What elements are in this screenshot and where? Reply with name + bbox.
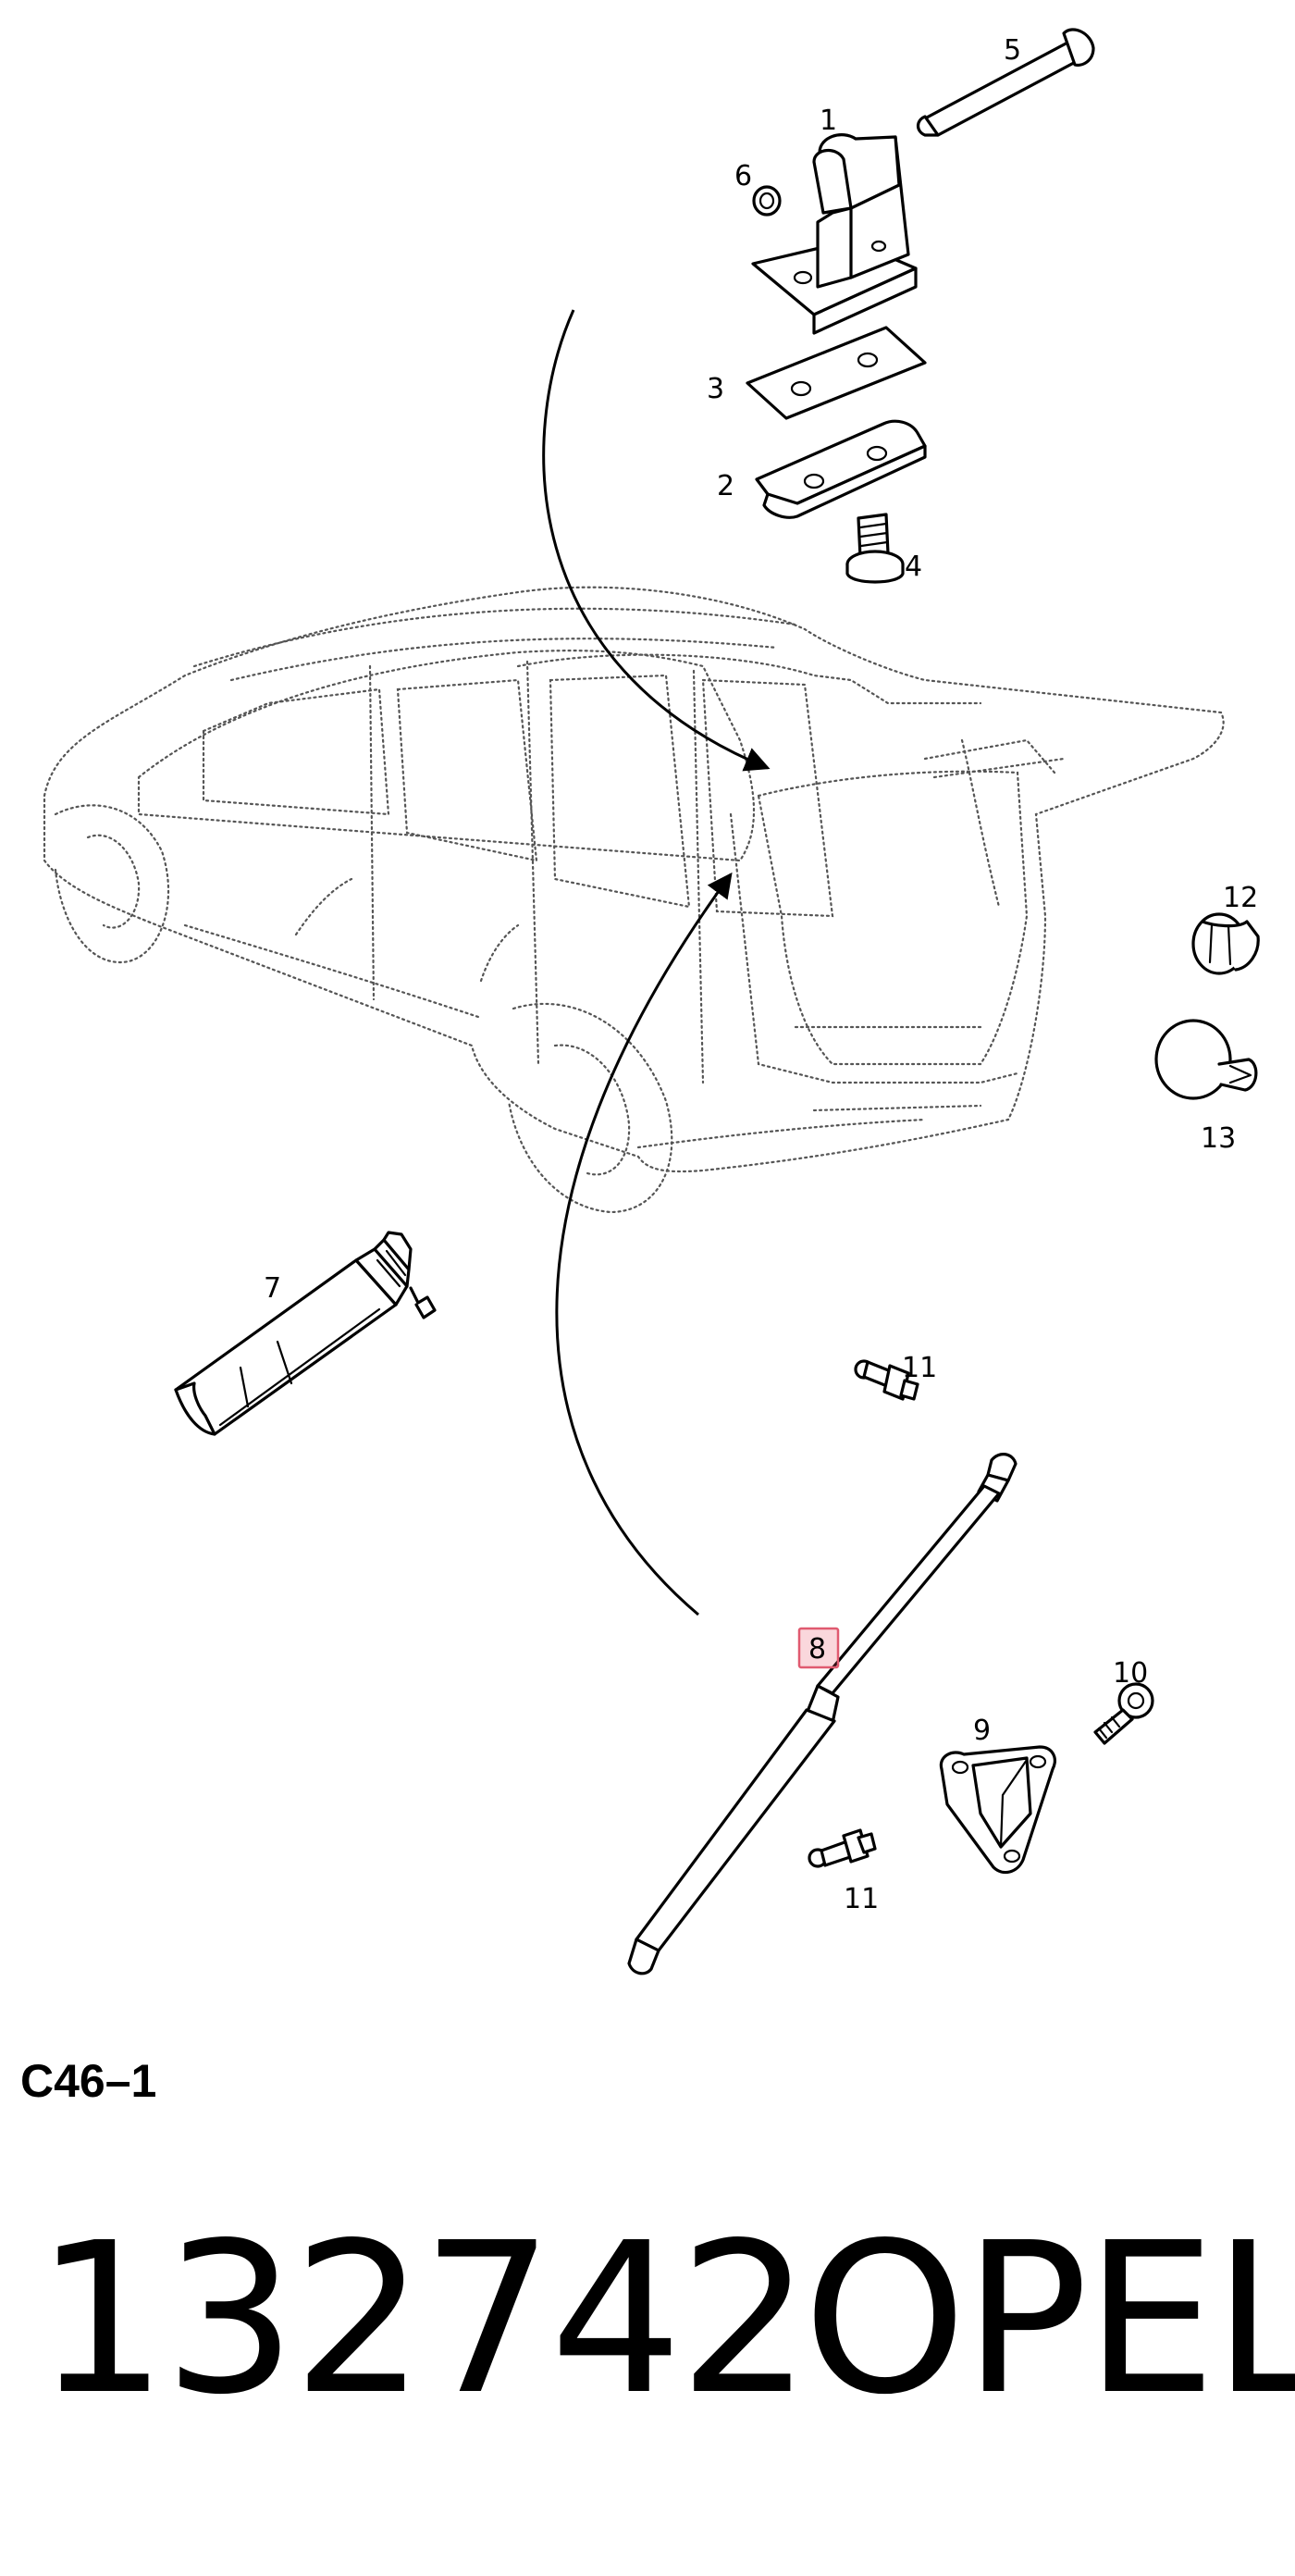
hinge-bolt: [845, 513, 905, 584]
callout-2: 2: [717, 470, 734, 502]
callout-12: 12: [1223, 882, 1258, 914]
hinge-gasket: [746, 326, 927, 420]
clip-ring: [752, 185, 782, 217]
arrow-to-hinge: [542, 309, 771, 772]
diagram-code: C46–1: [20, 2055, 157, 2107]
grease-tube: [174, 1231, 437, 1436]
callout-13: 13: [1201, 1122, 1236, 1155]
callout-8-highlight: [797, 1627, 840, 1669]
arrow-to-strut: [555, 872, 733, 1616]
callout-11-lower: 11: [844, 1883, 879, 1915]
ball-stud-lower: [808, 1828, 877, 1868]
gas-strut: [627, 1453, 1018, 1975]
callout-8: 8: [808, 1633, 826, 1666]
callout-6: 6: [734, 160, 752, 192]
reinforcement-plate: [755, 419, 927, 519]
vehicle-outline: [43, 586, 1225, 1214]
hinge-bracket: [751, 133, 918, 335]
plug-cap: [1191, 912, 1260, 975]
hinge-pin: [916, 28, 1095, 137]
callout-1: 1: [820, 105, 837, 137]
callout-10: 10: [1113, 1657, 1148, 1690]
part-number: 132742: [35, 2198, 811, 2441]
strut-bracket: [939, 1745, 1056, 1875]
push-clip: [1154, 1019, 1258, 1100]
callout-7: 7: [264, 1272, 281, 1305]
callouts: 1 2 3 4 5 6 7 8 9 10 11 11 12 13: [264, 34, 1258, 1915]
callout-4: 4: [905, 551, 922, 583]
callout-9: 9: [973, 1715, 991, 1747]
brand-name: OPEL: [803, 2198, 1295, 2441]
ball-stud-upper: [854, 1359, 919, 1401]
bracket-bolt: [1093, 1682, 1154, 1745]
callout-3: 3: [707, 373, 724, 405]
exploded-parts-diagram: 1 2 3 4 5 6 7 8 9 10 11 11 12 13: [43, 28, 1260, 1975]
callout-5: 5: [1004, 34, 1021, 67]
callout-11-upper: 11: [902, 1352, 937, 1384]
